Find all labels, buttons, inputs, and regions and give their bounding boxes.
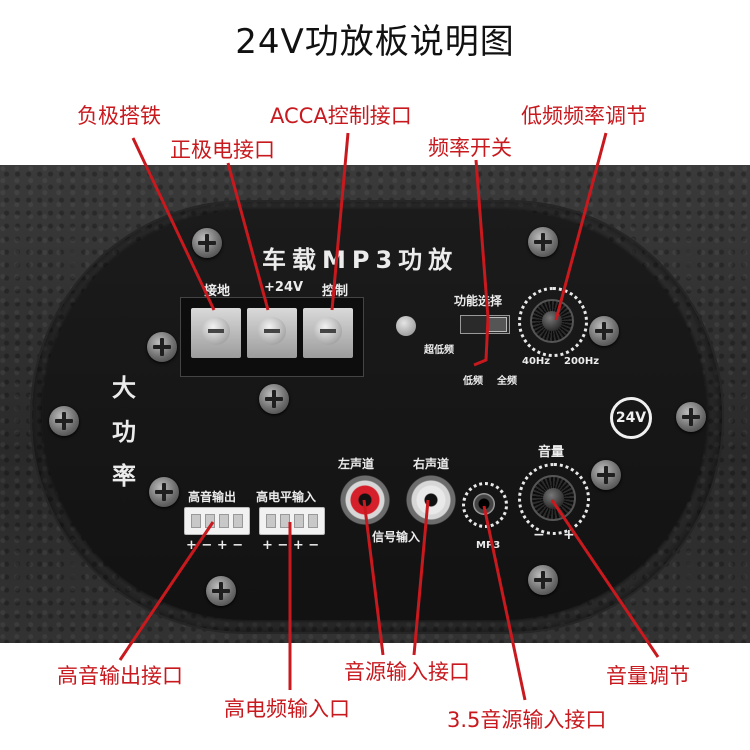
knob-cap	[542, 487, 564, 509]
tweeter-output-connector[interactable]	[184, 507, 250, 535]
screw-icon	[192, 228, 222, 258]
screw-icon	[49, 406, 79, 436]
rca-left-input[interactable]	[340, 475, 390, 525]
screw-icon	[528, 565, 558, 595]
screw-icon	[259, 384, 289, 414]
side-char-2: 功	[112, 418, 136, 446]
connector-pin	[205, 514, 215, 528]
mp3-jack[interactable]	[473, 493, 495, 515]
callout-positive: 正极电接口	[170, 138, 275, 162]
callout-jack35: 3.5音源输入接口	[447, 708, 607, 732]
switch-option-sub: 超低频	[424, 345, 454, 356]
connector-pin	[219, 514, 229, 528]
callout-acca: ACCA控制接口	[270, 104, 412, 128]
screw-icon	[149, 477, 179, 507]
mp3-label: MP3	[476, 540, 501, 551]
terminal-label-positive: +24V	[264, 280, 304, 295]
callout-tweeter-out: 高音输出接口	[57, 664, 183, 688]
screw-nut-icon	[258, 317, 286, 345]
tweeter-label: 高音输出	[188, 490, 237, 504]
signal-input-label: 信号输入	[372, 530, 421, 544]
freq-mark-200: 200Hz	[564, 356, 600, 367]
freq-mark-40: 40Hz	[522, 356, 551, 367]
connector-pin	[294, 514, 304, 528]
connector-pin	[280, 514, 290, 528]
callout-volume: 音量调节	[606, 664, 690, 688]
callout-ground: 负极搭铁	[77, 104, 161, 128]
screw-icon	[147, 332, 177, 362]
callout-freq-switch: 频率开关	[428, 136, 512, 160]
knob-cap	[542, 311, 562, 331]
connector-pin	[308, 514, 318, 528]
callout-highlevel-in: 高电频输入口	[224, 697, 350, 721]
side-char-3: 率	[112, 462, 136, 490]
switch-slider[interactable]	[487, 317, 507, 332]
screw-icon	[206, 576, 236, 606]
tweeter-polarity: + − + −	[186, 538, 244, 553]
rca-right-input[interactable]	[406, 475, 456, 525]
side-char-1: 大	[112, 374, 136, 402]
screw-icon	[528, 227, 558, 257]
brand-label: 车载MP3功放	[262, 246, 459, 274]
switch-option-full: 全频	[497, 376, 517, 387]
low-freq-dial-scale	[518, 287, 588, 357]
screw-icon	[589, 316, 619, 346]
volume-label: 音量	[538, 445, 565, 460]
frequency-switch[interactable]	[460, 315, 510, 334]
switch-title: 功能选择	[454, 294, 503, 308]
low-freq-knob[interactable]	[530, 299, 574, 343]
connector-pin	[233, 514, 243, 528]
ground-terminal[interactable]	[191, 308, 241, 358]
callout-audio-in: 音源输入接口	[344, 660, 470, 684]
screw-icon	[676, 402, 706, 432]
power-led	[396, 316, 416, 336]
left-channel-label: 左声道	[338, 457, 375, 471]
volume-knob[interactable]	[530, 475, 576, 521]
positive-terminal[interactable]	[247, 308, 297, 358]
power-terminal-block	[180, 297, 364, 377]
right-channel-label: 右声道	[413, 457, 450, 471]
highlevel-label: 高电平输入	[256, 490, 317, 504]
switch-option-low: 低频	[463, 376, 483, 387]
callout-low-freq: 低频频率调节	[521, 104, 647, 128]
voltage-badge: 24V	[610, 397, 652, 439]
screw-icon	[591, 460, 621, 490]
screw-nut-icon	[202, 317, 230, 345]
page-title: 24V功放板说明图	[235, 22, 515, 62]
highlevel-input-connector[interactable]	[259, 507, 325, 535]
highlevel-polarity: + − + −	[262, 538, 320, 553]
volume-plus: +	[563, 527, 575, 543]
connector-pin	[191, 514, 201, 528]
connector-pin	[266, 514, 276, 528]
screw-nut-icon	[314, 317, 342, 345]
volume-minus: −	[533, 527, 545, 543]
control-terminal[interactable]	[303, 308, 353, 358]
